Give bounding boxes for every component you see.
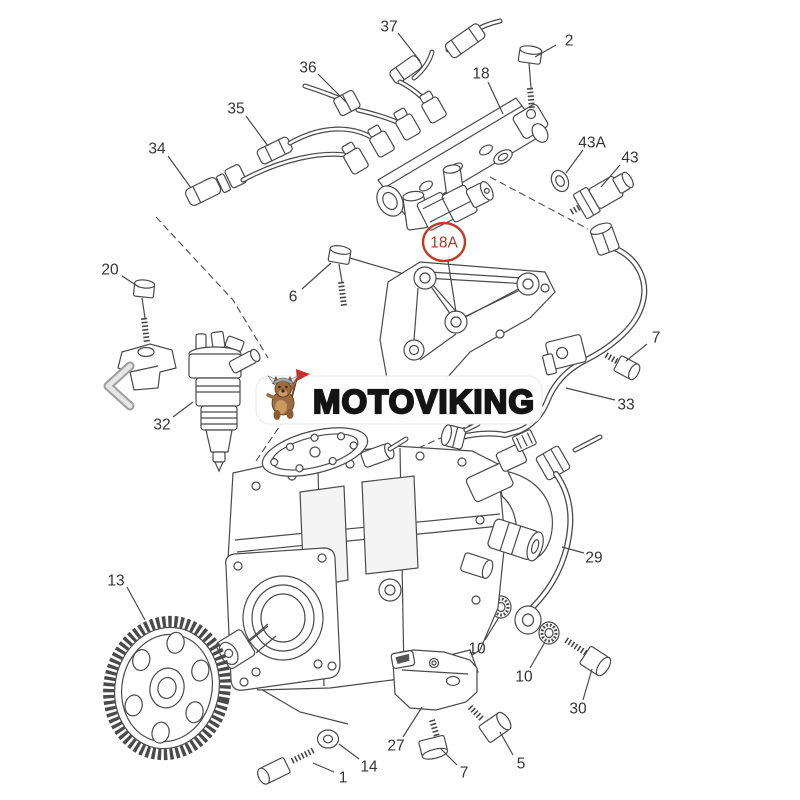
- leader-line-37: [397, 32, 421, 62]
- callout-43: 43: [621, 150, 638, 167]
- leader-line-36: [317, 73, 347, 103]
- leader-line-20: [121, 275, 140, 288]
- injection-pump: [215, 427, 553, 691]
- leader-line-29: [561, 546, 585, 554]
- leader-line-18: [487, 81, 504, 115]
- leader-line-18A: [447, 260, 457, 313]
- leader-line-5: [499, 731, 514, 756]
- leader-line-43A: [565, 149, 584, 174]
- leader-line-33: [565, 387, 616, 401]
- callout-27: 27: [387, 738, 404, 755]
- callout-30: 30: [569, 701, 587, 718]
- back-chevron-arrow: [103, 361, 135, 411]
- bolt-1: [257, 747, 316, 785]
- bolt-6: [327, 245, 352, 307]
- leader-line-6: [301, 262, 332, 290]
- washer-14: [316, 729, 340, 749]
- seal-washer-10-lower: [538, 621, 560, 645]
- fuel-injector-32: [188, 330, 261, 473]
- pump-drive-flange: [215, 547, 341, 691]
- banjo-bolt-30: [564, 637, 612, 677]
- leader-line-13: [126, 586, 146, 621]
- leader-line-14: [338, 743, 360, 760]
- leader-line-2: [534, 44, 557, 58]
- leader-line-1: [312, 762, 335, 773]
- leader-line-10-upper: [484, 616, 500, 641]
- timing-gear-13: [103, 615, 231, 761]
- leader-line-27: [402, 706, 423, 738]
- mascot-flag: [296, 369, 310, 381]
- callout-6: 6: [289, 289, 298, 306]
- callout-32: 32: [153, 417, 170, 434]
- callout-2: 2: [565, 33, 574, 50]
- callout-33: 33: [617, 397, 634, 414]
- leader-line-30: [582, 668, 593, 701]
- callout-37: 37: [380, 19, 397, 36]
- bolt-5: [467, 704, 512, 743]
- callout-14: 14: [360, 759, 378, 776]
- callout-20: 20: [101, 262, 119, 279]
- viking-dog-mascot: [266, 369, 310, 420]
- pump-solenoid: [460, 429, 553, 579]
- callout-13: 13: [107, 573, 124, 590]
- callout-35: 35: [227, 101, 244, 118]
- leader-line-35: [245, 115, 269, 147]
- mascot-helmet: [273, 377, 293, 386]
- callout-29: 29: [585, 550, 602, 567]
- callout-5: 5: [517, 756, 526, 773]
- return-line-29: [490, 434, 612, 677]
- relief-valve-18A: [402, 164, 494, 231]
- leader-line-34: [167, 155, 192, 189]
- leader-line-10-lower: [529, 641, 546, 669]
- bolt-2: [517, 45, 543, 111]
- callout-1: 1: [339, 770, 348, 787]
- watermark-text: MOTOVIKING: [313, 383, 535, 420]
- leader-line-32: [172, 401, 194, 418]
- pressure-sensor-43: [550, 169, 634, 219]
- highlight-circle-18A: [421, 221, 467, 263]
- leader-line-43: [600, 164, 621, 188]
- leader-line-7-lower: [440, 748, 458, 766]
- callout-10-upper: 10: [468, 641, 486, 658]
- callout-36: 36: [299, 60, 316, 77]
- callout-43A: 43A: [578, 135, 606, 152]
- callout-18: 18: [472, 66, 489, 83]
- pump-top-cover: [261, 427, 369, 477]
- leader-line-7-upper: [625, 343, 648, 362]
- watermark: MOTOVIKING: [255, 369, 543, 425]
- callout-10-lower: 10: [515, 669, 533, 686]
- bracket-27: [390, 649, 478, 711]
- fuel-line-33: [440, 222, 648, 450]
- callout-7-upper: 7: [652, 330, 661, 347]
- fuel-rail: [341, 90, 549, 217]
- callout-34: 34: [148, 141, 166, 158]
- callout-18A: 18A: [430, 235, 458, 252]
- bolt-7-lower: [418, 719, 449, 760]
- callout-7-lower: 7: [460, 765, 469, 782]
- callout-labels: 37 36 35 34 2 18 43A 43 18A 20 6 7 32 33 29 13 10 10 30 27 7…: [101, 19, 660, 787]
